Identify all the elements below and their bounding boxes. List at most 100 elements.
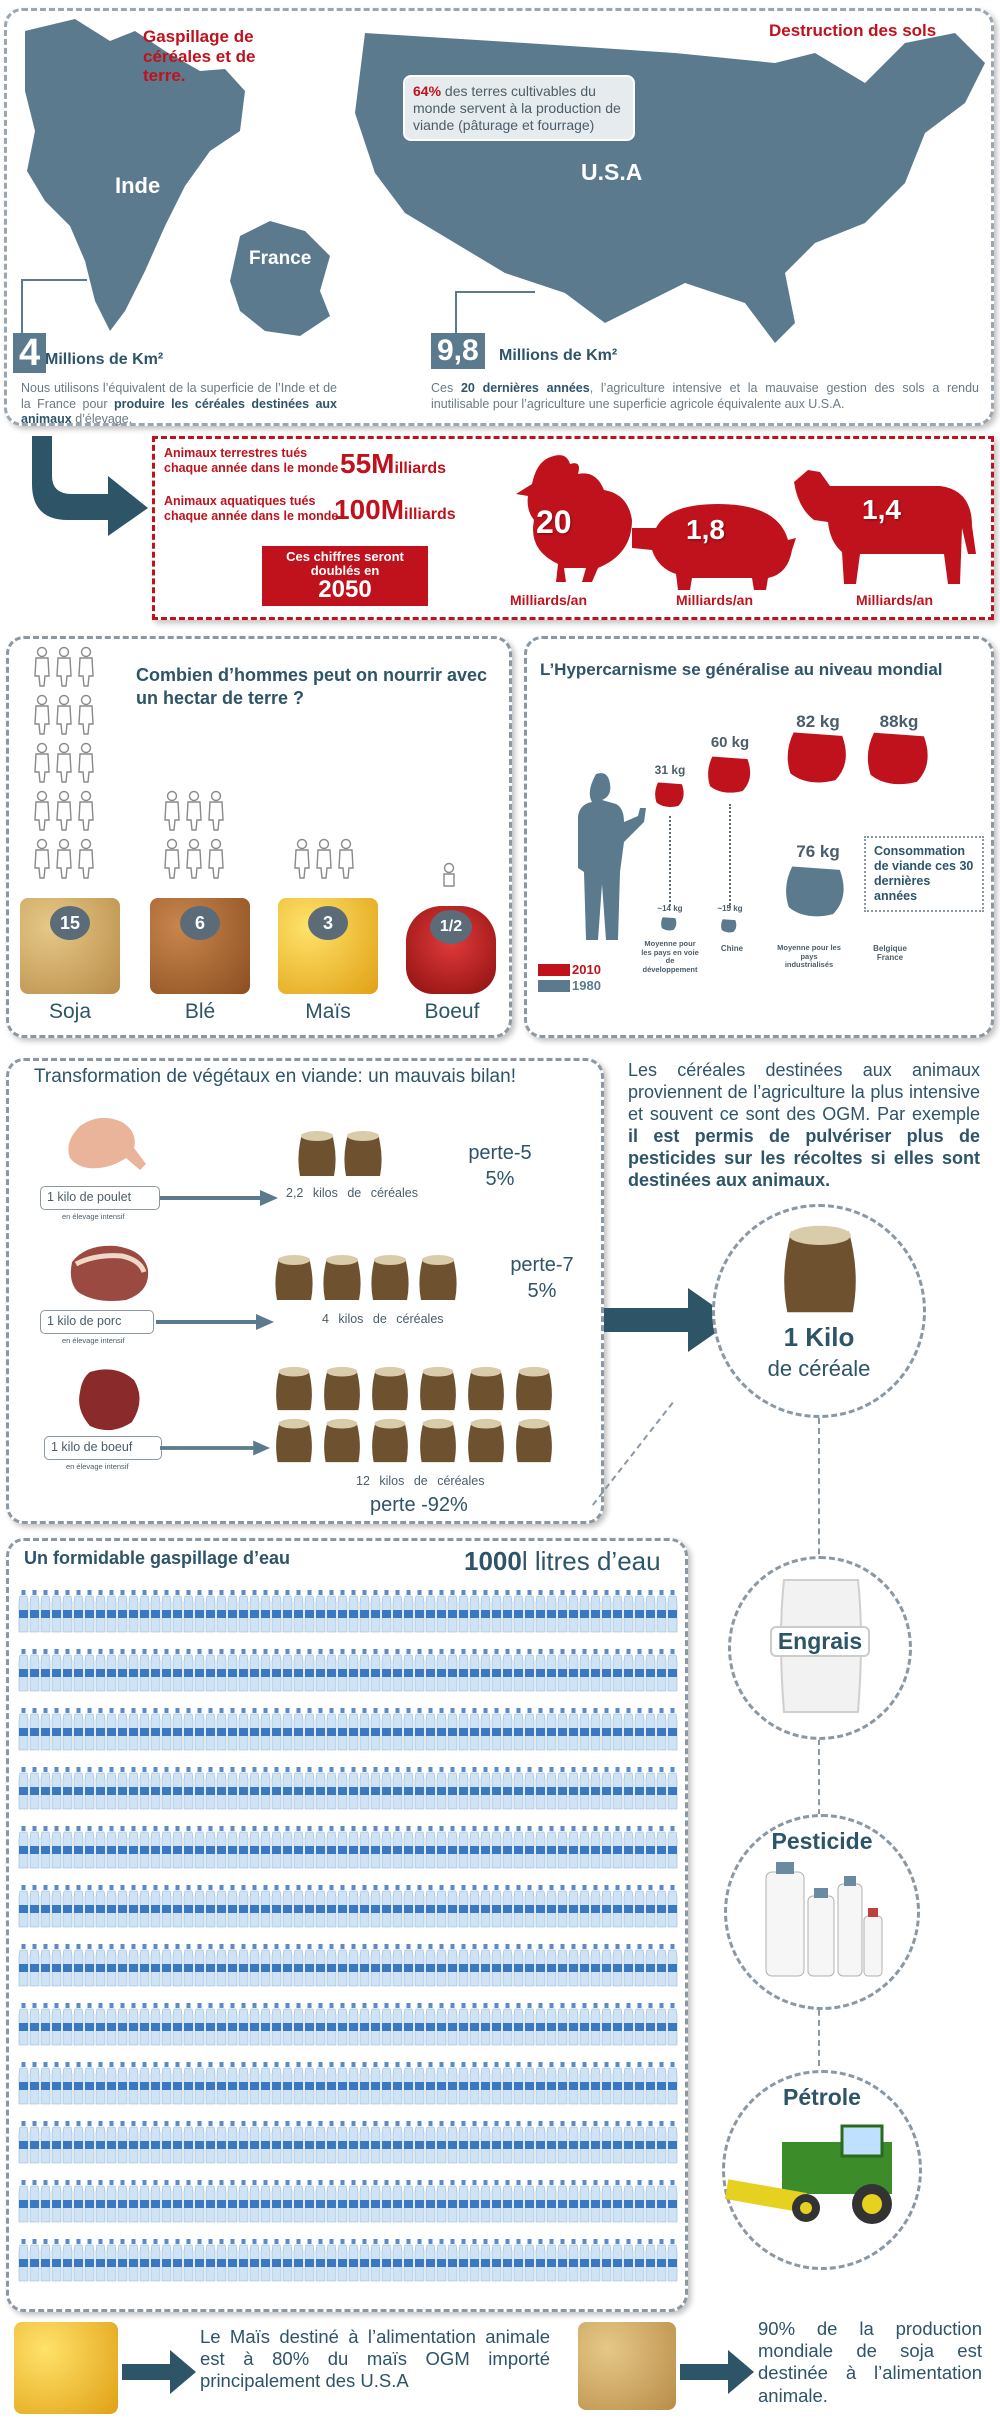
- chicken-value: 20: [536, 504, 572, 540]
- sack-icon: [419, 1255, 457, 1300]
- soja-label: Soja: [48, 1000, 92, 1023]
- meat-label-2: 1 kilo de porc: [40, 1310, 154, 1334]
- bottle-row: [18, 1708, 678, 1752]
- ogm-text-a: Les céréales destinées aux animaux provi…: [628, 1060, 980, 1124]
- ble-label: Blé: [184, 1000, 216, 1023]
- meat-2010-xlarge-icon: [865, 729, 931, 787]
- cereal-label-3: 12 kilos de céréales: [356, 1474, 485, 1488]
- cereal-label-1: 2,2 kilos de céréales: [286, 1186, 418, 1200]
- bottle-row: [18, 1649, 678, 1693]
- left-big-number: 4: [13, 333, 47, 373]
- hyper-box: Consommation de viande ces 30 dernières …: [864, 836, 984, 912]
- hyper-group-1: Moyenne pour les pays en voie de dévelop…: [641, 939, 699, 974]
- cow-value: 1,4: [862, 494, 901, 525]
- bags-row-3a: [272, 1364, 556, 1414]
- bottle-row: [18, 1944, 678, 1988]
- ogm-text: Les céréales destinées aux animaux provi…: [628, 1060, 980, 1192]
- bags-row-3b: [272, 1416, 556, 1466]
- connector-diagonal: [591, 1402, 674, 1506]
- ble-value: 6: [180, 906, 220, 940]
- meat-1980-small-icon: [661, 917, 677, 931]
- waste-title: Gaspillage de céréales et de terre.: [143, 27, 256, 86]
- india-label: Inde: [115, 173, 161, 198]
- sack-icon: [420, 1366, 456, 1411]
- left-desc-c: d’élevage.: [71, 412, 133, 427]
- mais-label: Maïs: [305, 1000, 351, 1023]
- hyper-group-4: Belgique France: [873, 944, 907, 963]
- meat-label-3: 1 kilo de boeuf: [44, 1436, 162, 1460]
- right-desc-b: 20 dernières années: [460, 381, 590, 395]
- sack-icon: [324, 1418, 360, 1463]
- boeuf-label: Boeuf: [424, 1000, 480, 1023]
- soy-photo: [578, 2322, 676, 2410]
- kilo-sub: de céréale: [767, 1356, 871, 1381]
- right-desc-c: , l’agriculture intensive et la mauvaise…: [431, 381, 980, 411]
- arrow-3-icon: [160, 1440, 270, 1456]
- chicken-icon: [516, 455, 632, 582]
- mais-value: 3: [308, 906, 348, 940]
- meat-2010-medium-icon: [706, 754, 753, 795]
- bottle-row: [18, 1767, 678, 1811]
- meat-1980-medium-icon: [721, 919, 737, 933]
- connector-vertical: [818, 1418, 820, 2086]
- sack-icon: [323, 1255, 361, 1300]
- bottle-row: [18, 1826, 678, 1870]
- man-silhouette-icon: [578, 773, 646, 940]
- soja-text: 90% de la production mondiale de soja es…: [758, 2318, 982, 2406]
- right-desc-a: Ces: [431, 381, 461, 395]
- chicken-leg-icon: [68, 1117, 146, 1170]
- curved-arrow-icon: [32, 436, 148, 536]
- bottle-row: [18, 2239, 678, 2283]
- left-callout-line-h: [21, 279, 87, 281]
- water-title: Un formidable gaspillage d’eau: [24, 1548, 291, 1568]
- engrais-label: Engrais: [770, 1626, 870, 1657]
- bags-row-2: [272, 1252, 460, 1304]
- usa-stat-text: des terres cultivables du monde servent …: [413, 83, 621, 133]
- bottle-row: [18, 2121, 678, 2165]
- kilo-big: 1 Kilo: [783, 1322, 855, 1352]
- right-big-number: 9,8: [431, 333, 485, 369]
- hyper-2010-v1: 31 kg: [654, 763, 686, 777]
- legend-1980-swatch: [538, 980, 570, 992]
- hectare-title: Combien d’hommes peut on nourrir avec un…: [136, 665, 488, 709]
- bottle-row: [18, 2180, 678, 2224]
- legend-2010-label: 2010: [572, 962, 601, 977]
- loss-3: perte -92%: [370, 1494, 468, 1516]
- bags-row-1: [296, 1128, 384, 1180]
- ogm-text-b: il est permis de pulvériser plus de pest…: [628, 1125, 980, 1190]
- meat-1980-large-icon: [786, 866, 844, 917]
- hyper-1980-v2: ~15 kg: [717, 904, 743, 913]
- cow-icon: [794, 470, 976, 584]
- sack-icon: [275, 1255, 313, 1300]
- pig-value: 1,8: [686, 514, 725, 545]
- usa-stat: 64% des terres cultivables du monde serv…: [403, 75, 635, 142]
- arrow-1-icon: [160, 1190, 278, 1206]
- bottom-arrow-1-icon: [122, 2350, 196, 2394]
- sack-icon: [468, 1418, 504, 1463]
- mais-text: Le Maïs destiné à l’alimentation animale…: [200, 2326, 550, 2392]
- harvester-icon: [724, 2124, 892, 2224]
- water-amount: 1000l litres d’eau: [464, 1546, 661, 1576]
- sack-icon: [516, 1418, 552, 1463]
- sack-icon: [276, 1366, 312, 1411]
- aquatic-label: Animaux aquatiques tués chaque année dan…: [164, 494, 339, 523]
- big-arrow-icon: [604, 1288, 734, 1352]
- aquatic-number: 100Milliards: [334, 494, 456, 525]
- left-callout-line: [21, 279, 23, 343]
- hyper-2010-v2: 60 kg: [710, 734, 750, 751]
- soil-title: Destruction des sols: [769, 21, 937, 40]
- petrole-label: Pétrole: [783, 2084, 861, 2110]
- right-description: Ces 20 dernières années, l’agriculture i…: [431, 381, 979, 412]
- chicken-unit: Milliards/an: [510, 592, 588, 608]
- hyper-2010-v3: 82 kg: [796, 712, 840, 731]
- transform-title: Transformation de végétaux en viande: un…: [34, 1066, 516, 1087]
- terrestrial-number: 55Milliards: [340, 448, 447, 479]
- bottle-row: [18, 2062, 678, 2106]
- growth-arrow-2: [729, 804, 731, 908]
- hyper-group-3: Moyenne pour les pays industrialisés: [777, 943, 841, 970]
- usa-label: U.S.A: [581, 159, 643, 185]
- intensive-note-3: en élevage intensif: [66, 1462, 129, 1471]
- sack-icon: [344, 1131, 382, 1176]
